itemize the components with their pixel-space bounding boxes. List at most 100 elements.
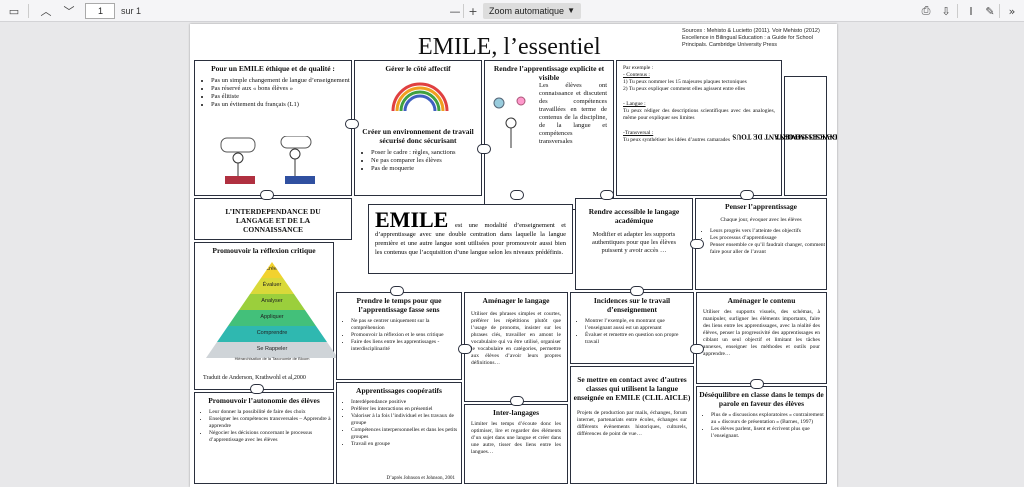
arrow-up-icon[interactable]: ︿ [40, 5, 52, 18]
card-title: Aménager le langage [482, 296, 550, 305]
list-item: Négocier les décisions concernant le pro… [209, 430, 333, 444]
sources-note: Sources : Mehisto & Lucietto (2011). Voi… [682, 28, 820, 48]
card-title: Incidences sur le travail d’enseignement [593, 296, 671, 314]
puzzle-knob [510, 190, 524, 200]
page-title: EMILE, l’essentiel [418, 34, 601, 60]
pyramid-level: Analyser [239, 294, 305, 310]
card-list: Poser le cadre : règles, sanctions Ne pa… [371, 149, 481, 173]
more-icon[interactable]: » [1008, 4, 1016, 18]
divider [463, 4, 464, 18]
page-number-input[interactable]: 1 [85, 3, 115, 19]
card-autonomie: Promouvoir l’autonomie des élèves Leur d… [194, 392, 334, 484]
card-title: Se mettre en contact avec d’autres class… [573, 375, 691, 402]
print-icon[interactable]: ⎙ [921, 4, 931, 17]
card-title: Penser l’apprentissage [724, 202, 797, 211]
card-title: Apprentissages coopératifs [356, 386, 442, 395]
card-list: Plus de « discussions exploratoires » co… [711, 412, 826, 440]
card-title: Prendre le temps pour que l’apprentissag… [356, 296, 442, 314]
puzzle-knob [390, 286, 404, 296]
list-item: Faire des liens entre les apprentissages… [351, 339, 461, 353]
example-line: Tu peux synthétiser les idées d’autres c… [623, 137, 731, 143]
card-list: Pas un simple changement de langue d’ens… [211, 77, 351, 109]
list-item: Ne pas se centrer uniquement sur la comp… [351, 318, 461, 332]
puzzle-knob [477, 144, 491, 154]
save-icon[interactable]: ⇩ [941, 4, 951, 18]
example-line: 1) Tu peux nommer les 15 majeures plaque… [623, 79, 747, 85]
puzzle-knob [260, 190, 274, 200]
document-viewer[interactable]: EMILE, l’essentiel Sources : Mehisto & L… [0, 22, 1024, 487]
pyramid-caption: Traduit de Anderson, Krathwohl et al,200… [203, 375, 306, 381]
pen-icon[interactable]: ✎ [985, 4, 995, 18]
people-illustration [220, 136, 315, 184]
card-list: Montrer l’exemple, en montrant que l’ens… [585, 318, 693, 346]
card-title: L’INTERDEPENDANCE DU LANGAGE ET DE LA CO… [225, 207, 321, 234]
list-item: Pas réservé aux « bons élèves » [211, 85, 351, 93]
sidebar-icon[interactable]: ▭ [8, 4, 20, 18]
pyramid-level: Appliquer [228, 310, 316, 326]
card-list: Leur donner la possibilité de faire des … [209, 409, 333, 444]
puzzle-knob [740, 190, 754, 200]
divider [957, 4, 958, 18]
card-amenager-langage: Aménager le langage Utiliser des phrases… [464, 292, 568, 402]
puzzle-knob [600, 190, 614, 200]
list-item: Les processus d’apprentissage [710, 235, 826, 242]
example-line: Par exemple : [623, 65, 654, 71]
text-cursor-icon[interactable]: I [969, 4, 973, 18]
card-explicite: Rendre l’apprentissage explicite et visi… [484, 60, 614, 210]
pyramid-subcaption: Hiérarchisation de la Taxonomie de Bloom [234, 356, 310, 361]
pyramid-level: Se Rappeler [206, 342, 338, 358]
example-line: -Transversal : [623, 130, 654, 136]
card-text: Modifier et adapter les supports authent… [591, 231, 677, 254]
minus-icon[interactable]: — [449, 4, 461, 18]
card-interdependance: L’INTERDEPENDANCE DU LANGAGE ET DE LA CO… [194, 198, 352, 240]
list-item: Promouvoir la réflexion et le sens criti… [351, 332, 461, 339]
card-title: Rendre l’apprentissage explicite et visi… [493, 64, 605, 82]
card-cooperatifs: Apprentissages coopératifs Interdépendan… [336, 382, 462, 484]
card-ethique: Pour un EMILE éthique et de qualité : Pa… [194, 60, 352, 196]
pyramid-level: Évaluer [250, 278, 294, 294]
thinking-figure-illustration [493, 96, 526, 148]
list-item: Valoriser à la fois l’individuel et les … [351, 413, 461, 427]
puzzle-knob [458, 344, 472, 354]
example-line: Tu peux rédiger des descriptions scienti… [623, 108, 775, 121]
card-exemple: Par exemple : - Contenus : 1) Tu peux no… [616, 60, 782, 196]
card-temps: Prendre le temps pour que l’apprentissag… [336, 292, 462, 380]
chevron-down-icon: ▼ [567, 6, 575, 15]
arrow-down-icon[interactable]: ﹀ [63, 5, 75, 18]
card-title: Gérer le côté affectif [385, 64, 451, 73]
pdf-page: EMILE, l’essentiel Sources : Mehisto & L… [190, 24, 837, 487]
list-item: Pas de moquerie [371, 165, 481, 173]
list-item: Leur donner la possibilité de faire des … [209, 409, 333, 416]
list-item: Enseigner les compétences transversales … [209, 416, 333, 430]
card-list: Ne pas se centrer uniquement sur la comp… [351, 318, 461, 353]
list-item: Compétences interpersonnelles et dans le… [351, 427, 461, 441]
puzzle-knob [345, 119, 359, 129]
list-item: Interdépendance positive [351, 399, 461, 406]
pdf-toolbar: ▭ ︿ ﹀ 1 sur 1 — + Zoom automatique▼ ⎙ ⇩ … [0, 0, 1024, 22]
puzzle-knob [750, 379, 764, 389]
card-text: Limiter les temps d’écoute donc les opti… [471, 421, 561, 455]
puzzle-knob [630, 286, 644, 296]
banner-text-2: INVESTISSEMENT [774, 132, 837, 141]
example-line: - Langue : [623, 101, 646, 107]
puzzle-knob [690, 239, 704, 249]
example-line: - Contenus : [623, 72, 650, 78]
example-line: 2) Tu peux expliquer comment elles agiss… [623, 86, 746, 92]
puzzle-knob [690, 344, 704, 354]
pyramid-level: Comprendre [217, 326, 327, 342]
card-intro: Chaque jour, évoquer avec les élèves [720, 217, 802, 223]
card-title: Promouvoir l’autonomie des élèves [208, 396, 320, 405]
zoom-select[interactable]: Zoom automatique▼ [483, 3, 581, 19]
card-text: Utiliser des phrases simples et courtes,… [471, 311, 561, 366]
divider [999, 4, 1000, 18]
list-item: Pas un simple changement de langue d’ens… [211, 77, 351, 85]
pyramid-anchor [194, 24, 334, 25]
card-title: Rendre accessible le langage académique [588, 207, 680, 225]
card-subtitle: Créer un environnement de travail sécuri… [362, 127, 474, 145]
card-title: Déséquilibre en classe dans le temps de … [699, 390, 824, 408]
list-item: Pas élitiste [211, 93, 351, 101]
list-item: Plus de « discussions exploratoires » co… [711, 412, 826, 426]
zoom-value: Zoom automatique [489, 6, 565, 16]
plus-icon[interactable]: + [468, 4, 478, 18]
list-item: Poser le cadre : règles, sanctions [371, 149, 481, 157]
